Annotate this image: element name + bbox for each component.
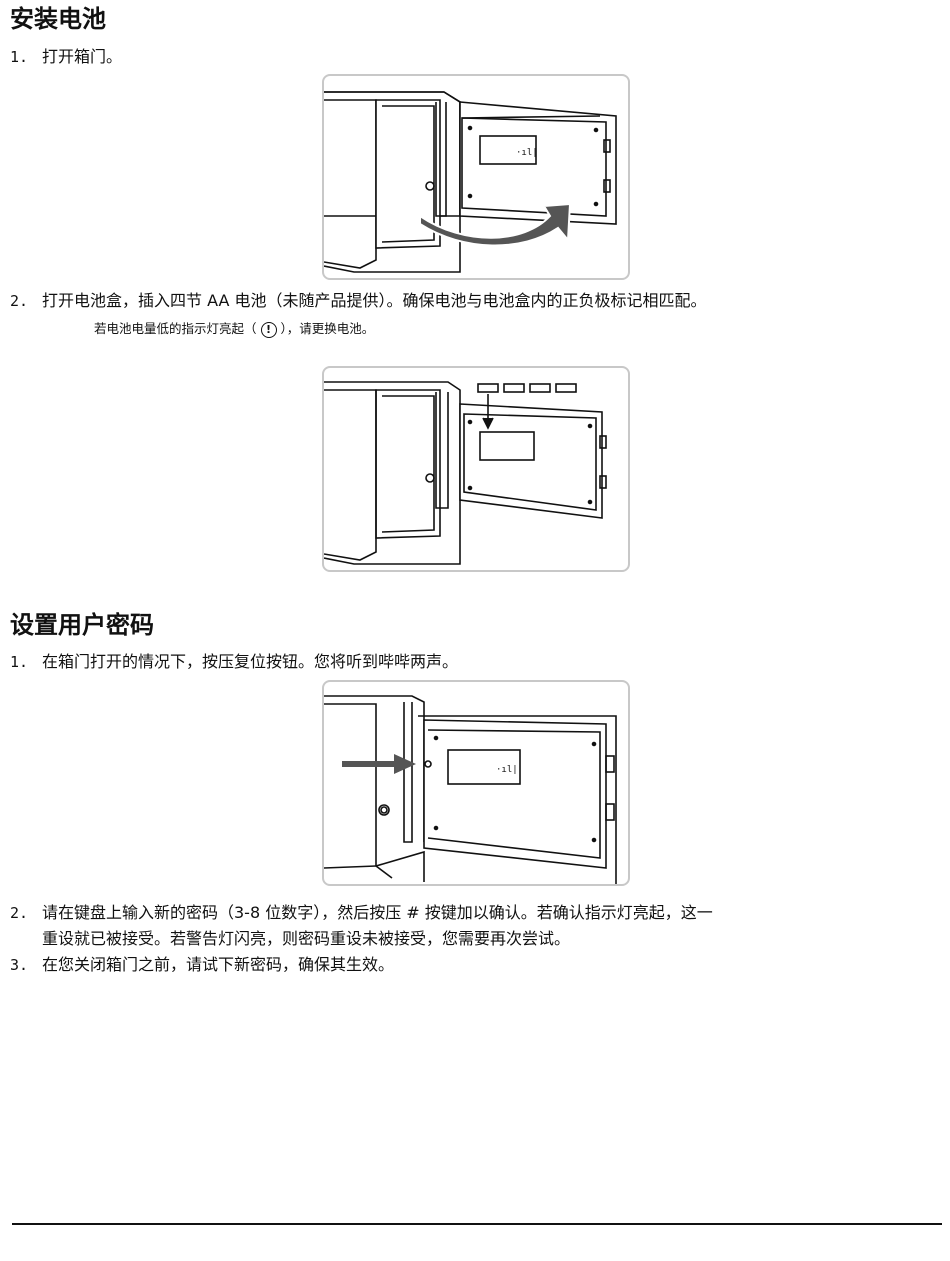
note-text-after: ），请更换电池。 — [281, 321, 375, 336]
step-text-line1: 请在键盘上输入新的密码（3-8 位数字），然后按压 # 按键加以确认。若确认指示… — [42, 903, 713, 922]
step-number: 2. — [10, 902, 42, 924]
step-text: 在箱门打开的情况下，按压复位按钮。您将听到哔哔两声。 — [42, 652, 458, 671]
footer-rule — [12, 1223, 942, 1225]
reset-button-illustration: ·ıl| — [324, 682, 628, 884]
display-glyph: ·ıl| — [516, 148, 538, 158]
battery-insert-illustration — [324, 368, 628, 570]
figure-insert-batteries — [322, 366, 630, 572]
step-number: 1. — [10, 651, 42, 673]
section-heading-install-batteries: 安装电池 — [10, 4, 106, 34]
figure-open-door: ·ıl| — [322, 74, 630, 280]
display-glyph: ·ıl| — [496, 765, 518, 775]
figure-reset-button: ·ıl| — [322, 680, 630, 886]
step-number: 3. — [10, 954, 42, 976]
safe-door-open-arrow-illustration: ·ıl| — [324, 76, 628, 278]
warning-icon: ! — [261, 322, 277, 338]
step-number: 2. — [10, 290, 42, 312]
step-test-password: 3.在您关闭箱门之前，请试下新密码，确保其生效。 — [10, 954, 394, 976]
step-open-door: 1.打开箱门。 — [10, 46, 122, 68]
step-text: 打开箱门。 — [42, 47, 122, 66]
step-text: 在您关闭箱门之前，请试下新密码，确保其生效。 — [42, 955, 394, 974]
step-text-line2: 重设就已被接受。若警告灯闪亮，则密码重设未被接受，您需要再次尝试。 — [42, 928, 570, 950]
step-press-reset: 1.在箱门打开的情况下，按压复位按钮。您将听到哔哔两声。 — [10, 651, 458, 673]
step-insert-batteries: 2.打开电池盒，插入四节 AA 电池（未随产品提供）。确保电池与电池盒内的正负极… — [10, 290, 707, 312]
note-text-before: 若电池电量低的指示灯亮起（ — [94, 321, 257, 336]
step-enter-new-password: 2.请在键盘上输入新的密码（3-8 位数字），然后按压 # 按键加以确认。若确认… — [10, 902, 713, 924]
section-heading-set-user-password: 设置用户密码 — [10, 610, 154, 640]
step-text: 打开电池盒，插入四节 AA 电池（未随产品提供）。确保电池与电池盒内的正负极标记… — [42, 291, 707, 310]
low-battery-note: 若电池电量低的指示灯亮起（! ），请更换电池。 — [94, 320, 374, 338]
step-number: 1. — [10, 46, 42, 68]
